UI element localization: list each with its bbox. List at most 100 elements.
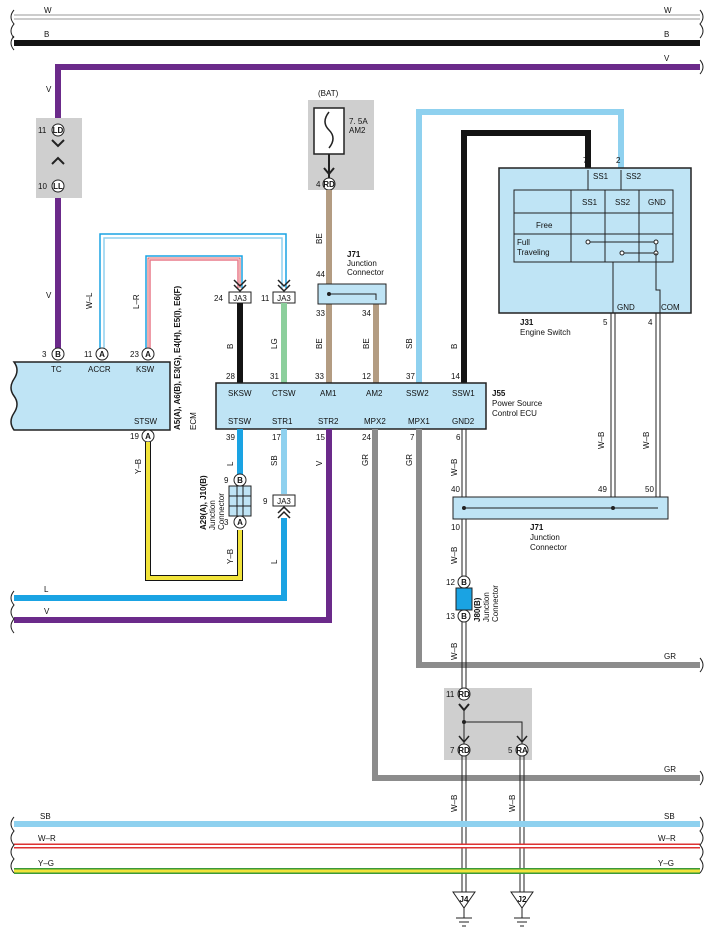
ecu-name: Power Source xyxy=(492,399,543,408)
wire-be-label-2: BE xyxy=(315,338,324,349)
bus-v: V V V xyxy=(46,54,700,352)
svg-text:JA3: JA3 xyxy=(277,497,291,506)
wire-v-label-2: V xyxy=(46,291,52,300)
wire-wb-switch xyxy=(610,313,661,498)
j71-bottom-pin-49: 49 xyxy=(598,485,607,494)
svg-text:33: 33 xyxy=(315,372,324,381)
ecm-title: A5(A), A6(B), E3(G), E4(H), E5(I), E6(F) xyxy=(173,286,182,430)
svg-text:SB: SB xyxy=(40,812,51,821)
svg-text:23: 23 xyxy=(130,350,139,359)
switch-table-ss1: SS1 xyxy=(582,198,598,207)
j71-bottom-pin-50: 50 xyxy=(645,485,654,494)
j71-top-id: J71 xyxy=(347,250,361,259)
fuse-name: AM2 xyxy=(349,126,366,135)
svg-text:B: B xyxy=(237,476,243,485)
bus-v-label-right: V xyxy=(664,54,670,63)
switch-id: J31 xyxy=(520,318,534,327)
wire-lg-label: LG xyxy=(270,338,279,349)
j80-name: Junction xyxy=(482,592,491,622)
wire-gr-mpx1 xyxy=(416,429,700,668)
j80-connector: B 12 B 13 J80(B) Junction Connector xyxy=(446,575,500,623)
wire-b2-label: B xyxy=(450,344,459,349)
svg-text:AM2: AM2 xyxy=(366,389,383,398)
break-marks-top xyxy=(10,9,704,75)
ja29-name2: Connector xyxy=(217,493,226,530)
ld-pin: 11 xyxy=(38,126,47,135)
engine-switch: 7 2 SS1 SS2 SS1 SS2 GND Free Full Travel… xyxy=(498,156,692,337)
power-source-ecu: 28 SKSW 31 CTSW 33 AM1 12 AM2 37 SSW2 14… xyxy=(215,372,543,442)
j71-top-name: Junction xyxy=(347,259,377,268)
j71-top-name2: Connector xyxy=(347,268,384,277)
ecu-bottom-pins: STSW 39 STR1 17 STR2 15 MPX2 24 MPX1 7 G… xyxy=(226,417,475,442)
j71-bottom-id: J71 xyxy=(530,523,544,532)
ja29-title: A29(A), J10(B) xyxy=(199,475,208,530)
fuse-am2: (BAT) 7. 5A AM2 RD 4 xyxy=(308,89,374,191)
wire-wb-label-6: W–B xyxy=(450,795,459,812)
fuse-bat-label: (BAT) xyxy=(318,89,339,98)
svg-text:W–R: W–R xyxy=(658,834,676,843)
ja3-label-24: JA3 xyxy=(233,294,247,303)
bus-gr-bottom-label: GR xyxy=(664,765,676,774)
ld-ll-connector: LD 11 LL 10 xyxy=(36,118,82,198)
switch-pin-gnd: 5 xyxy=(603,318,608,327)
switch-row-free: Free xyxy=(536,221,553,230)
ecu-id: J55 xyxy=(492,389,506,398)
wire-sb2-label: SB xyxy=(270,455,279,466)
wire-wl xyxy=(99,233,287,352)
fuse-pin: 4 xyxy=(316,180,321,189)
svg-text:CTSW: CTSW xyxy=(272,389,296,398)
svg-text:KSW: KSW xyxy=(136,365,155,374)
ecm-pin-tc: B 3 TC xyxy=(42,347,65,374)
svg-text:3: 3 xyxy=(42,350,47,359)
svg-text:B: B xyxy=(461,578,467,587)
break-marks-bottom xyxy=(10,816,704,874)
wire-wb-label-2: W–B xyxy=(450,547,459,564)
svg-text:37: 37 xyxy=(406,372,415,381)
wire-v2-label: V xyxy=(315,460,324,466)
wire-lr xyxy=(145,255,243,352)
wire-b-ssw1 xyxy=(461,130,591,387)
j71-bottom-name2: Connector xyxy=(530,543,567,552)
j80-pin-12: 12 xyxy=(446,578,455,587)
bus-sb: SB SB xyxy=(14,812,700,827)
rd-pin-7: 7 xyxy=(450,746,455,755)
svg-text:SB: SB xyxy=(664,812,675,821)
wire-wb-gnd2 xyxy=(461,429,467,498)
ground-j2: J2 xyxy=(510,891,534,927)
bus-b: B B xyxy=(14,30,700,46)
svg-text:MPX2: MPX2 xyxy=(364,417,386,426)
switch-table-ss2: SS2 xyxy=(615,198,631,207)
wire-l1-label: L xyxy=(226,461,235,466)
wire-wb-label-3: W–B xyxy=(597,432,606,449)
j71-top-pin-33: 33 xyxy=(316,309,325,318)
wire-yb2-label: Y–B xyxy=(226,549,235,564)
ecm-pin-ksw: A 23 KSW xyxy=(130,347,155,374)
svg-text:A: A xyxy=(145,350,151,359)
ja29-pin-3: 3 xyxy=(224,518,229,527)
switch-row-full: Full xyxy=(517,238,530,247)
j80-title: J80(B) xyxy=(473,597,482,622)
svg-text:B: B xyxy=(55,350,61,359)
svg-text:TC: TC xyxy=(51,365,62,374)
svg-text:RD: RD xyxy=(458,746,470,755)
rd-connector-block: RD 11 RD 7 RA 5 xyxy=(444,687,532,760)
ecm-name: ECM xyxy=(189,412,198,430)
svg-text:AM1: AM1 xyxy=(320,389,337,398)
bus-l-label: L xyxy=(44,585,49,594)
bus-b-label-left: B xyxy=(44,30,49,39)
svg-text:RD: RD xyxy=(458,690,470,699)
bus-w: W W xyxy=(14,6,700,20)
bus-v-bottom-label: V xyxy=(44,607,50,616)
j71-top-pin-44: 44 xyxy=(316,270,325,279)
svg-text:SSW1: SSW1 xyxy=(452,389,475,398)
ja3-connector-24: JA3 24 xyxy=(214,279,252,304)
svg-text:28: 28 xyxy=(226,372,235,381)
svg-text:14: 14 xyxy=(451,372,460,381)
wire-gr-mpx2 xyxy=(372,429,700,781)
wire-b-label: B xyxy=(226,344,235,349)
ecu-top-pins: 28 SKSW 31 CTSW 33 AM1 12 AM2 37 SSW2 14… xyxy=(226,372,475,398)
svg-text:SKSW: SKSW xyxy=(228,389,252,398)
j71-bottom-name: Junction xyxy=(530,533,560,542)
ecm-unit: B 3 TC A 11 ACCR A 23 KSW STSW A 19 A5(A… xyxy=(10,286,198,443)
switch-row-traveling: Traveling xyxy=(517,248,550,257)
